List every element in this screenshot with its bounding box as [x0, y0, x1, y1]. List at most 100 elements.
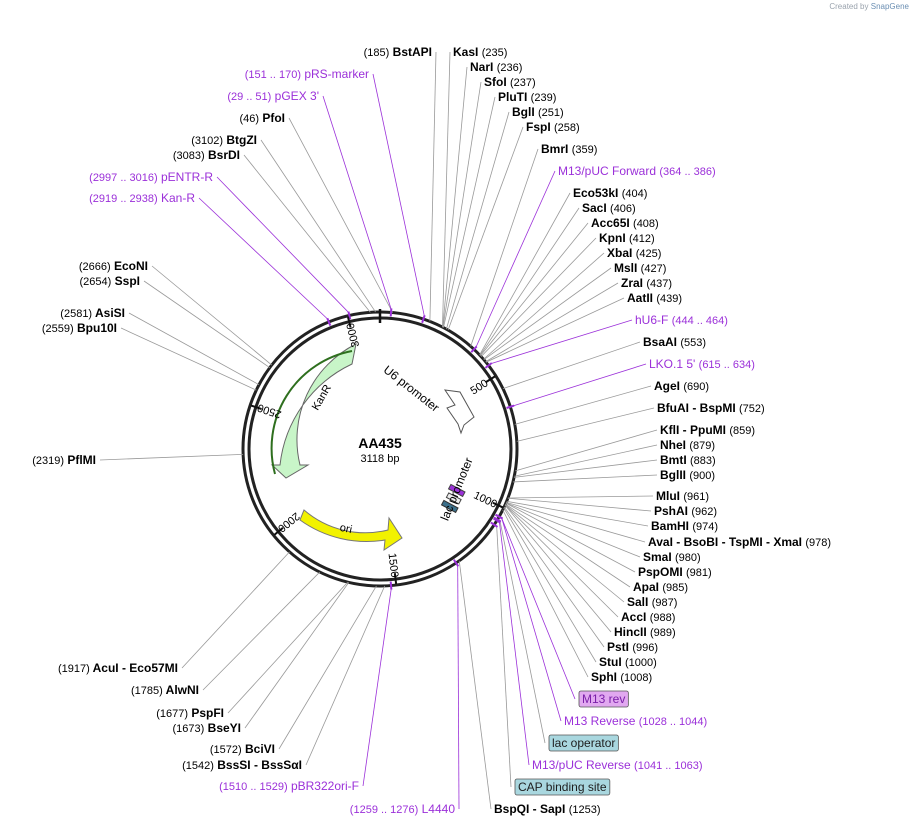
site-leader-line: [202, 571, 321, 691]
restriction-site-label[interactable]: MluI (961): [656, 489, 709, 503]
restriction-site-label[interactable]: (1673) BseYI: [173, 721, 241, 735]
restriction-site-label[interactable]: BglI (251): [512, 105, 564, 119]
primer-site-mark: [470, 345, 478, 353]
site-leader-line: [244, 582, 350, 729]
restriction-site-label[interactable]: KasI (235): [453, 45, 507, 59]
site-leader-line: [260, 139, 376, 313]
site-leader-line: [480, 222, 589, 357]
restriction-site-label[interactable]: PspOMI (981): [638, 565, 712, 579]
u6-promoter-arrow[interactable]: [443, 389, 475, 435]
restriction-site-label[interactable]: PshAI (962): [654, 504, 717, 518]
primer-label[interactable]: M13/pUC Reverse (1041 .. 1063): [532, 758, 703, 772]
scale-tick-label: 1500: [385, 552, 400, 578]
restriction-site-label[interactable]: (2319) PflMI: [32, 453, 96, 467]
restriction-site-label[interactable]: StuI (1000): [599, 655, 657, 669]
restriction-site-label[interactable]: BsaAI (553): [643, 335, 706, 349]
restriction-site-label[interactable]: (3102) BtgZI: [191, 133, 257, 147]
restriction-site-label[interactable]: ZraI (437): [621, 276, 672, 290]
restriction-site-label[interactable]: NarI (236): [470, 60, 522, 74]
restriction-site-label[interactable]: AvaI - BsoBI - TspMI - XmaI (978): [648, 535, 831, 549]
primer-site-mark: [490, 521, 499, 528]
restriction-site-label[interactable]: SacI (406): [582, 201, 636, 215]
site-leader-line: [507, 497, 652, 512]
restriction-site-label[interactable]: SfoI (237): [484, 75, 536, 89]
scale-tick: [485, 375, 496, 384]
primer-label[interactable]: (1259 .. 1276) L4440: [350, 802, 456, 816]
primer-label[interactable]: LKO.1 5' (615 .. 634): [649, 357, 755, 371]
primer-site-mark: [347, 311, 352, 320]
site-leader-line: [485, 297, 625, 363]
scale-tick: [273, 527, 284, 536]
restriction-site-label[interactable]: SalI (987): [627, 595, 677, 609]
restriction-site-label[interactable]: PstI (996): [607, 640, 658, 654]
restriction-site-label[interactable]: (1677) PspFI: [156, 706, 224, 720]
site-leader-line: [505, 502, 636, 573]
primer-label[interactable]: M13/pUC Forward (364 .. 386): [558, 164, 716, 178]
restriction-site-label[interactable]: KflI - PpuMI (859): [660, 423, 755, 437]
restriction-site-label[interactable]: NheI (879): [660, 438, 715, 452]
restriction-site-label[interactable]: (2581) AsiSI: [60, 306, 125, 320]
feature-callout-label[interactable]: lac operator: [552, 736, 615, 750]
restriction-site-label[interactable]: SphI (1008): [591, 670, 652, 684]
primer-label[interactable]: hU6-F (444 .. 464): [635, 313, 728, 327]
restriction-site-label[interactable]: BmrI (359): [541, 142, 597, 156]
restriction-site-label[interactable]: (1785) AlwNI: [131, 683, 199, 697]
primer-label[interactable]: (2997 .. 3016) pENTR-R: [89, 170, 213, 184]
restriction-site-label[interactable]: XbaI (425): [607, 246, 661, 260]
site-leader-line: [479, 207, 580, 356]
restriction-site-label[interactable]: (2666) EcoNI: [79, 259, 148, 273]
ori-label: ori: [339, 522, 353, 536]
primer-label[interactable]: (1510 .. 1529) pBR322ori-F: [219, 779, 359, 793]
restriction-site-label[interactable]: (1542) BssSI - BssSαI: [182, 758, 302, 772]
site-leader-line: [512, 474, 658, 483]
restriction-site-label[interactable]: AatII (439): [627, 291, 682, 305]
primer-label[interactable]: (151 .. 170) pRS-marker: [245, 67, 369, 81]
restriction-site-label[interactable]: Acc65I (408): [591, 216, 659, 230]
site-leader-line: [504, 504, 612, 633]
scale-tick: [393, 572, 398, 585]
restriction-site-label[interactable]: (2654) SspI: [80, 274, 140, 288]
restriction-site-label[interactable]: PluTI (239): [498, 90, 556, 104]
site-leader-line: [445, 111, 510, 330]
site-leader-line: [442, 66, 468, 328]
cap-site-mark: [440, 499, 459, 514]
restriction-site-label[interactable]: (46) PfoI: [239, 111, 285, 125]
restriction-site-label[interactable]: FspI (258): [526, 120, 580, 134]
primer-label[interactable]: M13 Reverse (1028 .. 1044): [564, 714, 707, 728]
ori-arrow[interactable]: [299, 509, 403, 552]
restriction-site-label[interactable]: (185) BstAPI: [364, 45, 432, 59]
restriction-site-label[interactable]: (2559) Bpu10I: [42, 321, 117, 335]
restriction-site-label[interactable]: MslI (427): [614, 261, 666, 275]
restriction-site-label[interactable]: (1917) AcuI - Eco57MI: [58, 661, 178, 675]
site-labels: (185) BstAPI KasI (235)NarI (236)SfoI (23…: [32, 45, 831, 816]
restriction-site-label[interactable]: ApaI (985): [633, 580, 688, 594]
restriction-site-label[interactable]: BmtI (883): [660, 453, 716, 467]
site-leader-line: [505, 502, 641, 558]
restriction-site-label[interactable]: (1572) BciVI: [210, 742, 275, 756]
primer-leader-line: [501, 518, 576, 700]
primer-label[interactable]: M13 rev: [582, 692, 625, 706]
site-leader-line: [429, 51, 437, 322]
restriction-site-label[interactable]: BamHI (974): [651, 519, 718, 533]
site-leader-line: [483, 267, 612, 360]
site-leader-line: [151, 265, 273, 366]
site-leader-line: [227, 581, 349, 714]
restriction-site-label[interactable]: (3083) BsrDI: [173, 148, 240, 162]
primer-callout-box: [578, 690, 629, 708]
restriction-site-label[interactable]: AgeI (690): [654, 379, 709, 393]
restriction-site-label[interactable]: BspQI - SapI (1253): [494, 802, 600, 816]
site-leader-line: [499, 521, 546, 744]
primer-leader-line: [216, 176, 349, 313]
restriction-site-label[interactable]: HincII (989): [614, 625, 676, 639]
primer-label[interactable]: (29 .. 51) pGEX 3': [227, 89, 319, 103]
restriction-site-label[interactable]: BglII (900): [660, 468, 715, 482]
site-leader-line: [506, 500, 649, 527]
primer-label[interactable]: (2919 .. 2938) Kan-R: [89, 191, 195, 205]
restriction-site-label[interactable]: AccI (988): [621, 610, 675, 624]
restriction-site-label[interactable]: SmaI (980): [643, 550, 701, 564]
feature-callout-label[interactable]: CAP binding site: [518, 780, 607, 794]
restriction-site-label[interactable]: BfuAI - BspMI (752): [657, 401, 765, 415]
kanr-arrow[interactable]: [270, 343, 357, 479]
restriction-site-label[interactable]: KpnI (412): [599, 231, 655, 245]
restriction-site-label[interactable]: Eco53kI (404): [573, 186, 647, 200]
